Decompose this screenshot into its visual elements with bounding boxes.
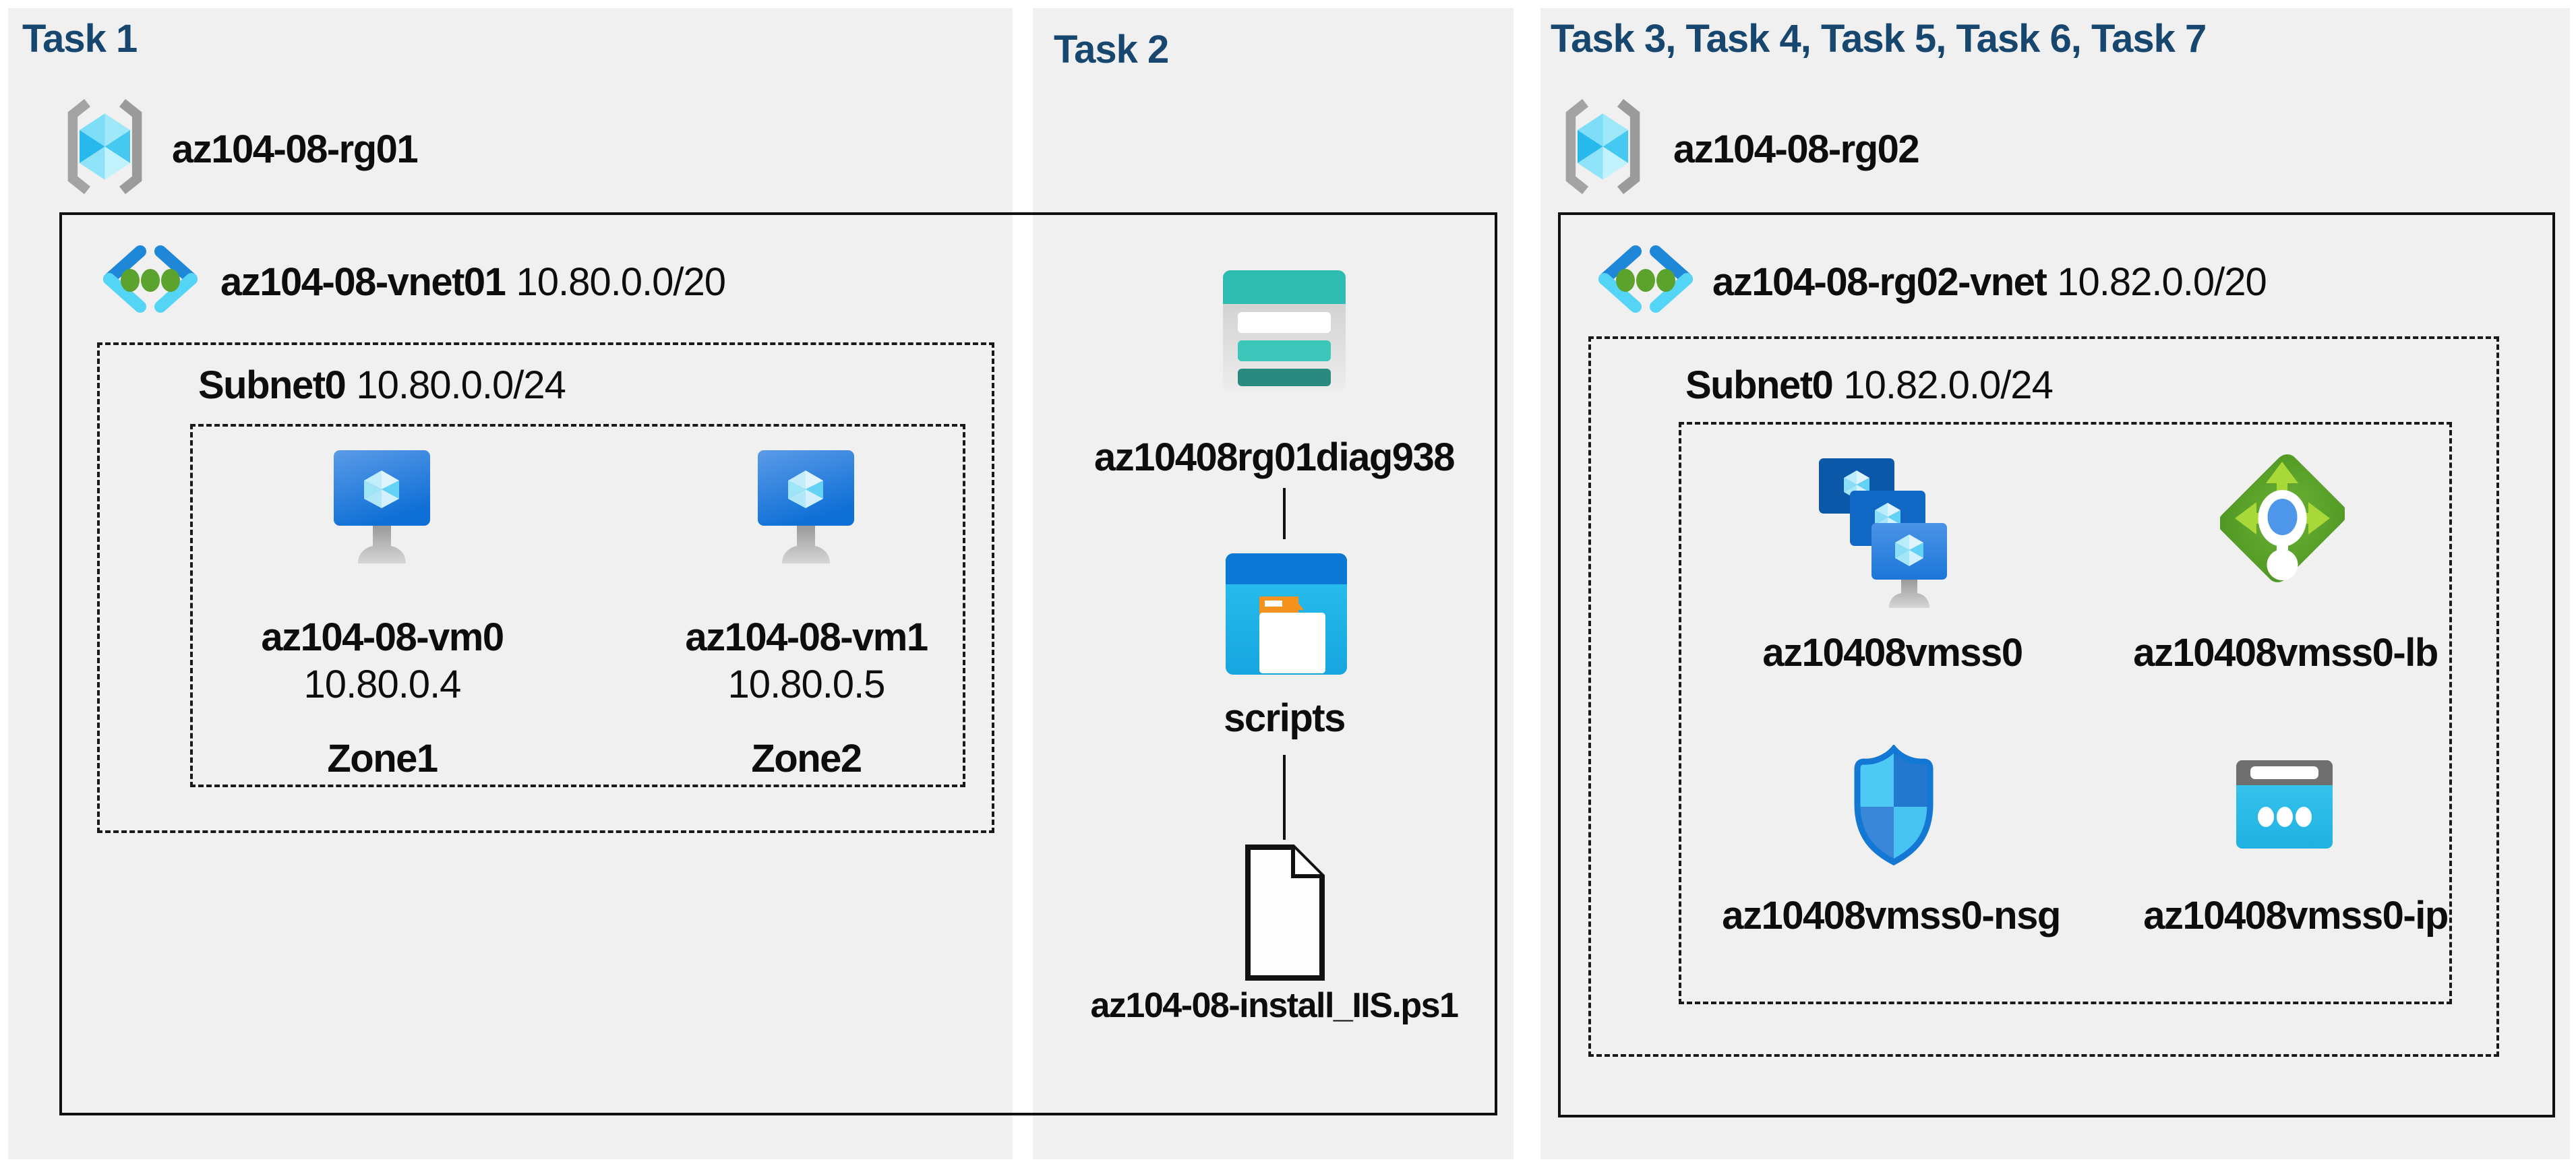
virtual-machine-icon — [334, 450, 430, 572]
task1-title: Task 1 — [22, 17, 138, 61]
vm1-ip: 10.80.0.5 — [727, 663, 886, 706]
subnet0-box-rg01 — [97, 342, 994, 833]
storage-account-label: az10408rg01diag938 — [1094, 435, 1456, 479]
task2-title: Task 2 — [1054, 28, 1169, 71]
rg02-vnet-box — [1558, 212, 2555, 1117]
virtual-network-icon — [100, 245, 201, 313]
storage-account-icon — [1223, 270, 1346, 392]
script-file-label: az104-08-install_IIS.ps1 — [1090, 986, 1459, 1025]
public-ip-icon — [2236, 760, 2333, 849]
vm-group-box — [190, 424, 965, 787]
vm-scale-set-icon — [1819, 458, 1948, 610]
resource-group-icon — [62, 98, 148, 195]
vmss-label: az10408vmss0 — [1762, 631, 2023, 675]
vmss-group-box — [1679, 422, 2452, 1004]
task1-panel — [8, 8, 1013, 1159]
connector-storage-to-container — [1283, 488, 1286, 539]
nsg-label: az10408vmss0-nsg — [1722, 894, 2061, 938]
virtual-network-icon — [1595, 245, 1696, 313]
task3-title: Task 3, Task 4, Task 5, Task 6, Task 7 — [1551, 17, 2207, 61]
load-balancer-icon — [2220, 447, 2345, 590]
script-file-icon — [1245, 844, 1325, 981]
vm0-ip: 10.80.0.4 — [303, 663, 462, 706]
blob-container-icon — [1226, 553, 1347, 675]
task3-panel — [1540, 8, 2570, 1159]
rg02-label: az104-08-rg02 — [1673, 127, 1920, 171]
resource-group-icon — [1560, 98, 1646, 195]
blob-container-label: scripts — [1224, 696, 1346, 740]
vm1-name: az104-08-vm1 — [685, 615, 928, 659]
connector-container-to-file — [1283, 755, 1286, 840]
vm0-name: az104-08-vm0 — [261, 615, 504, 659]
virtual-machine-icon — [758, 450, 854, 572]
rg01-label: az104-08-rg01 — [172, 127, 419, 171]
load-balancer-label: az10408vmss0-lb — [2133, 631, 2438, 675]
network-security-group-icon — [1853, 745, 1935, 866]
rg01-vnet-box — [59, 212, 1497, 1115]
public-ip-label: az10408vmss0-ip — [2143, 894, 2449, 938]
vm0-zone: Zone1 — [327, 737, 438, 780]
subnet0-box-rg02 — [1588, 336, 2499, 1057]
vm1-zone: Zone2 — [751, 737, 862, 780]
